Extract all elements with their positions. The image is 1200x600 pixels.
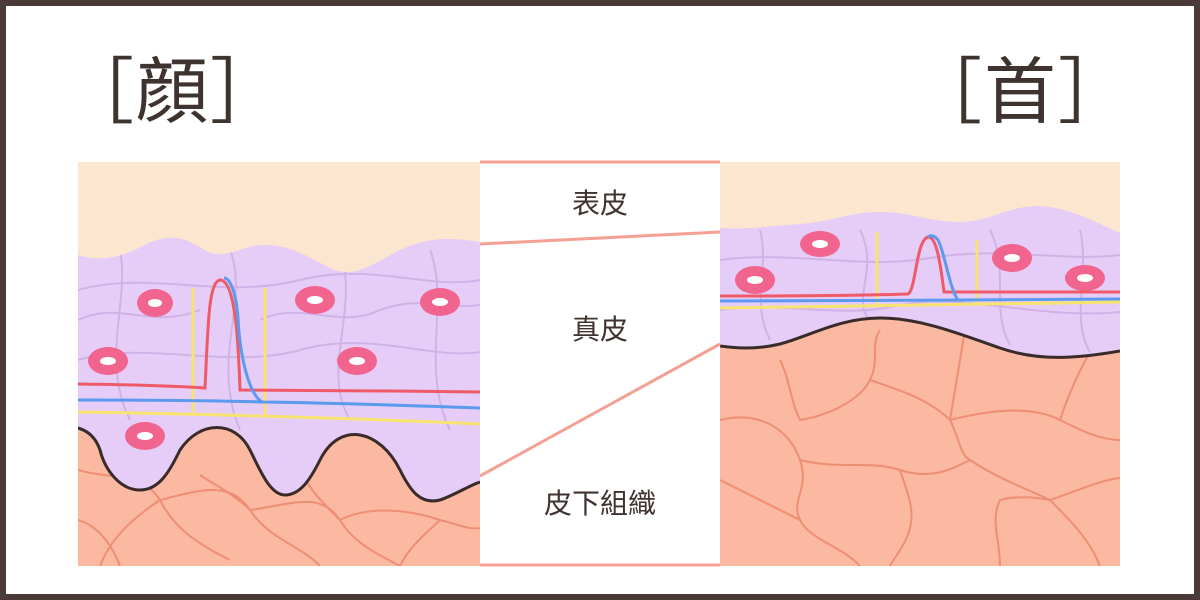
face-boundary	[78, 426, 480, 503]
face-artery	[78, 278, 480, 394]
face-pores	[88, 286, 460, 450]
connector-epidermis-dermis	[479, 230, 721, 246]
face-vein	[78, 276, 480, 410]
label-dermis: 真皮	[571, 313, 628, 346]
neck-fat-cells	[720, 329, 1120, 566]
neck-stratum-layer	[720, 162, 1120, 233]
neck-boundary	[720, 316, 1120, 359]
label-epidermis: 表皮	[571, 187, 628, 220]
face-stratum-layer	[78, 162, 480, 272]
face-fat-cells	[78, 469, 480, 566]
neck-pores	[735, 231, 1105, 294]
face-skin-panel	[78, 162, 480, 566]
neck-vein	[720, 234, 1120, 303]
face-dermis-fibers	[78, 249, 480, 431]
layer-connectors	[479, 160, 721, 567]
title-face: ［顔］	[62, 50, 285, 134]
title-neck: ［首］	[909, 50, 1132, 134]
neck-skin-panel	[720, 162, 1120, 566]
label-subcutaneous: 皮下組織	[543, 487, 656, 520]
connector-dermis-subcutaneous	[479, 342, 721, 478]
face-nerves	[78, 288, 480, 426]
